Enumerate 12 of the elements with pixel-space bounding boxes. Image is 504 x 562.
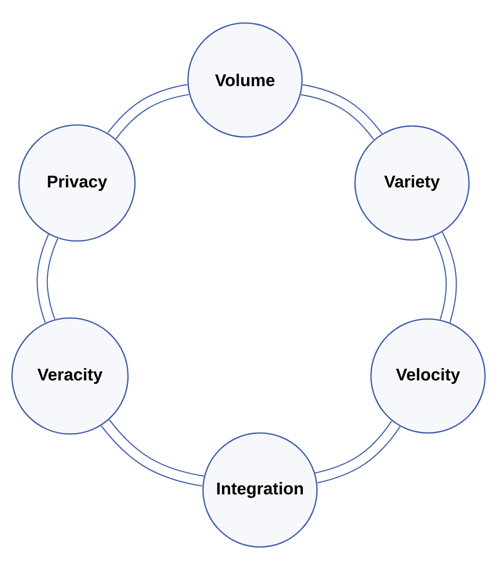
circle-node: Velocity xyxy=(370,318,486,434)
ring-band xyxy=(315,420,400,484)
circle-node: Variety xyxy=(354,125,470,241)
ring-band xyxy=(107,84,190,140)
circle-node: Privacy xyxy=(18,124,136,242)
ring-band xyxy=(36,234,58,323)
circle-node: Volume xyxy=(187,22,303,138)
circle-node: Veracity xyxy=(11,317,129,435)
ring-band xyxy=(300,84,382,140)
ring-band xyxy=(432,232,457,322)
ring-band xyxy=(100,419,204,487)
circle-node: Integration xyxy=(202,432,318,548)
